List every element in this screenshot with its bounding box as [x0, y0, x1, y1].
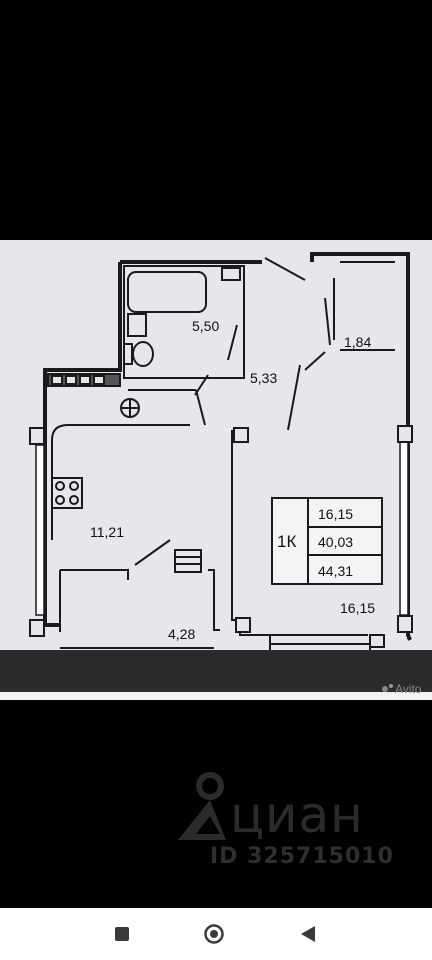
plan-bottom-strip	[0, 692, 432, 700]
android-navigation-bar	[0, 908, 432, 960]
cian-watermark: циан ID 325715010	[170, 770, 420, 870]
apartment-type-label: 1К	[277, 532, 296, 551]
paper-background	[0, 240, 432, 700]
avito-label: Avito	[395, 682, 422, 696]
circle-home-icon	[204, 924, 224, 944]
floor-plan: 5,50 5,33 1,84 11,21 4,28 16,15 1К 16,15…	[0, 240, 432, 700]
summary-total-with-loggia: 44,31	[318, 563, 353, 579]
listing-id-text: ID 325715010	[210, 844, 394, 869]
bathroom-area-label: 5,50	[192, 318, 219, 334]
cian-brand-text: циан	[230, 786, 364, 844]
hall-area-label: 5,33	[250, 370, 277, 386]
floor-plan-drawing: 5,50 5,33 1,84 11,21 4,28 16,15 1К 16,15…	[0, 240, 432, 700]
kitchen-area-label: 11,21	[90, 524, 124, 540]
triangle-back-icon	[301, 926, 315, 942]
walls	[29, 252, 413, 650]
summary-total-area: 40,03	[318, 534, 353, 550]
plan-bottom-edge	[0, 650, 432, 700]
avito-watermark: Avito	[382, 682, 422, 696]
square-recents-icon	[115, 927, 129, 941]
living-room-area-label: 16,15	[340, 600, 375, 616]
balcony-area-label: 1,84	[344, 334, 371, 350]
recents-button[interactable]	[110, 922, 134, 946]
summary-living-area: 16,15	[318, 506, 353, 522]
avito-dots-icon	[382, 686, 388, 692]
home-button[interactable]	[202, 922, 226, 946]
back-button[interactable]	[296, 922, 320, 946]
location-pin-icon	[178, 772, 226, 840]
loggia-area-label: 4,28	[168, 626, 195, 642]
